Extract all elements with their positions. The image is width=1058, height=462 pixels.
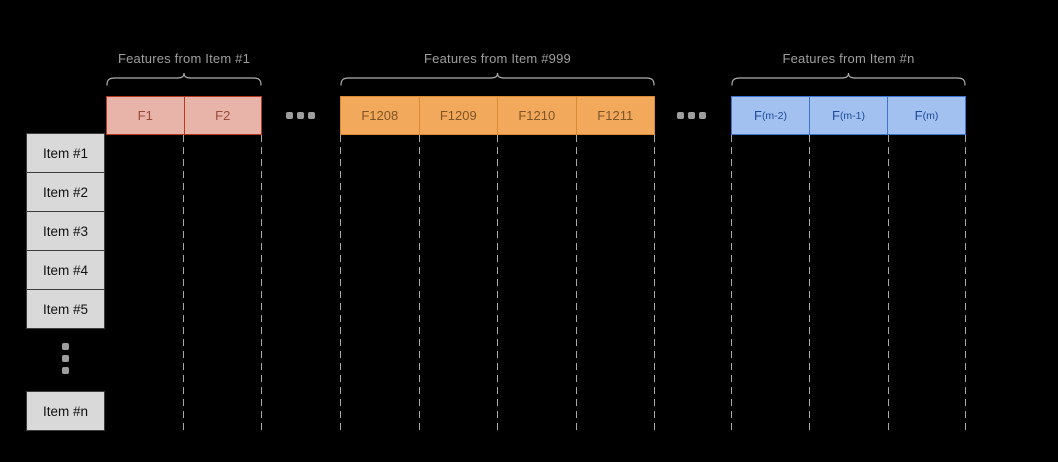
grid-dashed-line [419, 135, 420, 430]
item-row-5: Item #5 [26, 289, 105, 329]
grid-dashed-line [576, 135, 577, 430]
feature-group-label-n: Features from Item #n [782, 51, 915, 66]
grid-dashed-line [654, 135, 655, 430]
feature-cell-f1: F1 [106, 96, 185, 135]
feature-cell-f1210: F1210 [497, 96, 577, 135]
feature-cell-fm1: F(m-1) [809, 96, 888, 135]
feature-cell-fm: F(m) [887, 96, 966, 135]
grid-dashed-line [340, 135, 341, 430]
feature-cells-item1: F1 F2 [106, 96, 262, 135]
item-row-3: Item #3 [26, 211, 105, 251]
item-row-2: Item #2 [26, 172, 105, 212]
feature-cell-f1211: F1211 [575, 96, 655, 135]
feature-cell-f1208: F1208 [340, 96, 420, 135]
feature-group-label-999: Features from Item #999 [424, 51, 571, 66]
grid-dashed-line [731, 135, 732, 430]
vertical-ellipsis-icon [62, 343, 69, 374]
overbrace-icon [731, 72, 966, 86]
grid-dashed-line [261, 135, 262, 430]
grid-dashed-line [809, 135, 810, 430]
grid-dashed-line [497, 135, 498, 430]
horizontal-ellipsis-icon [286, 112, 315, 119]
item-row-1: Item #1 [26, 133, 105, 173]
item-row-n: Item #n [26, 391, 105, 431]
grid-dashed-line [965, 135, 966, 430]
overbrace-icon [106, 72, 262, 86]
overbrace-icon [340, 72, 655, 86]
horizontal-ellipsis-icon [677, 112, 706, 119]
item-rows: Item #1 Item #2 Item #3 Item #4 Item #5 [26, 133, 105, 329]
item-row-4: Item #4 [26, 250, 105, 290]
grid-dashed-line [888, 135, 889, 430]
grid-dashed-line [183, 135, 184, 430]
feature-group-label-1: Features from Item #1 [117, 51, 251, 66]
feature-cells-itemn: F(m-2) F(m-1) F(m) [731, 96, 966, 135]
feature-cells-item999: F1208 F1209 F1210 F1211 [340, 96, 655, 135]
feature-cell-f2: F2 [183, 96, 262, 135]
feature-cell-f1209: F1209 [418, 96, 498, 135]
feature-cell-fm2: F(m-2) [731, 96, 810, 135]
